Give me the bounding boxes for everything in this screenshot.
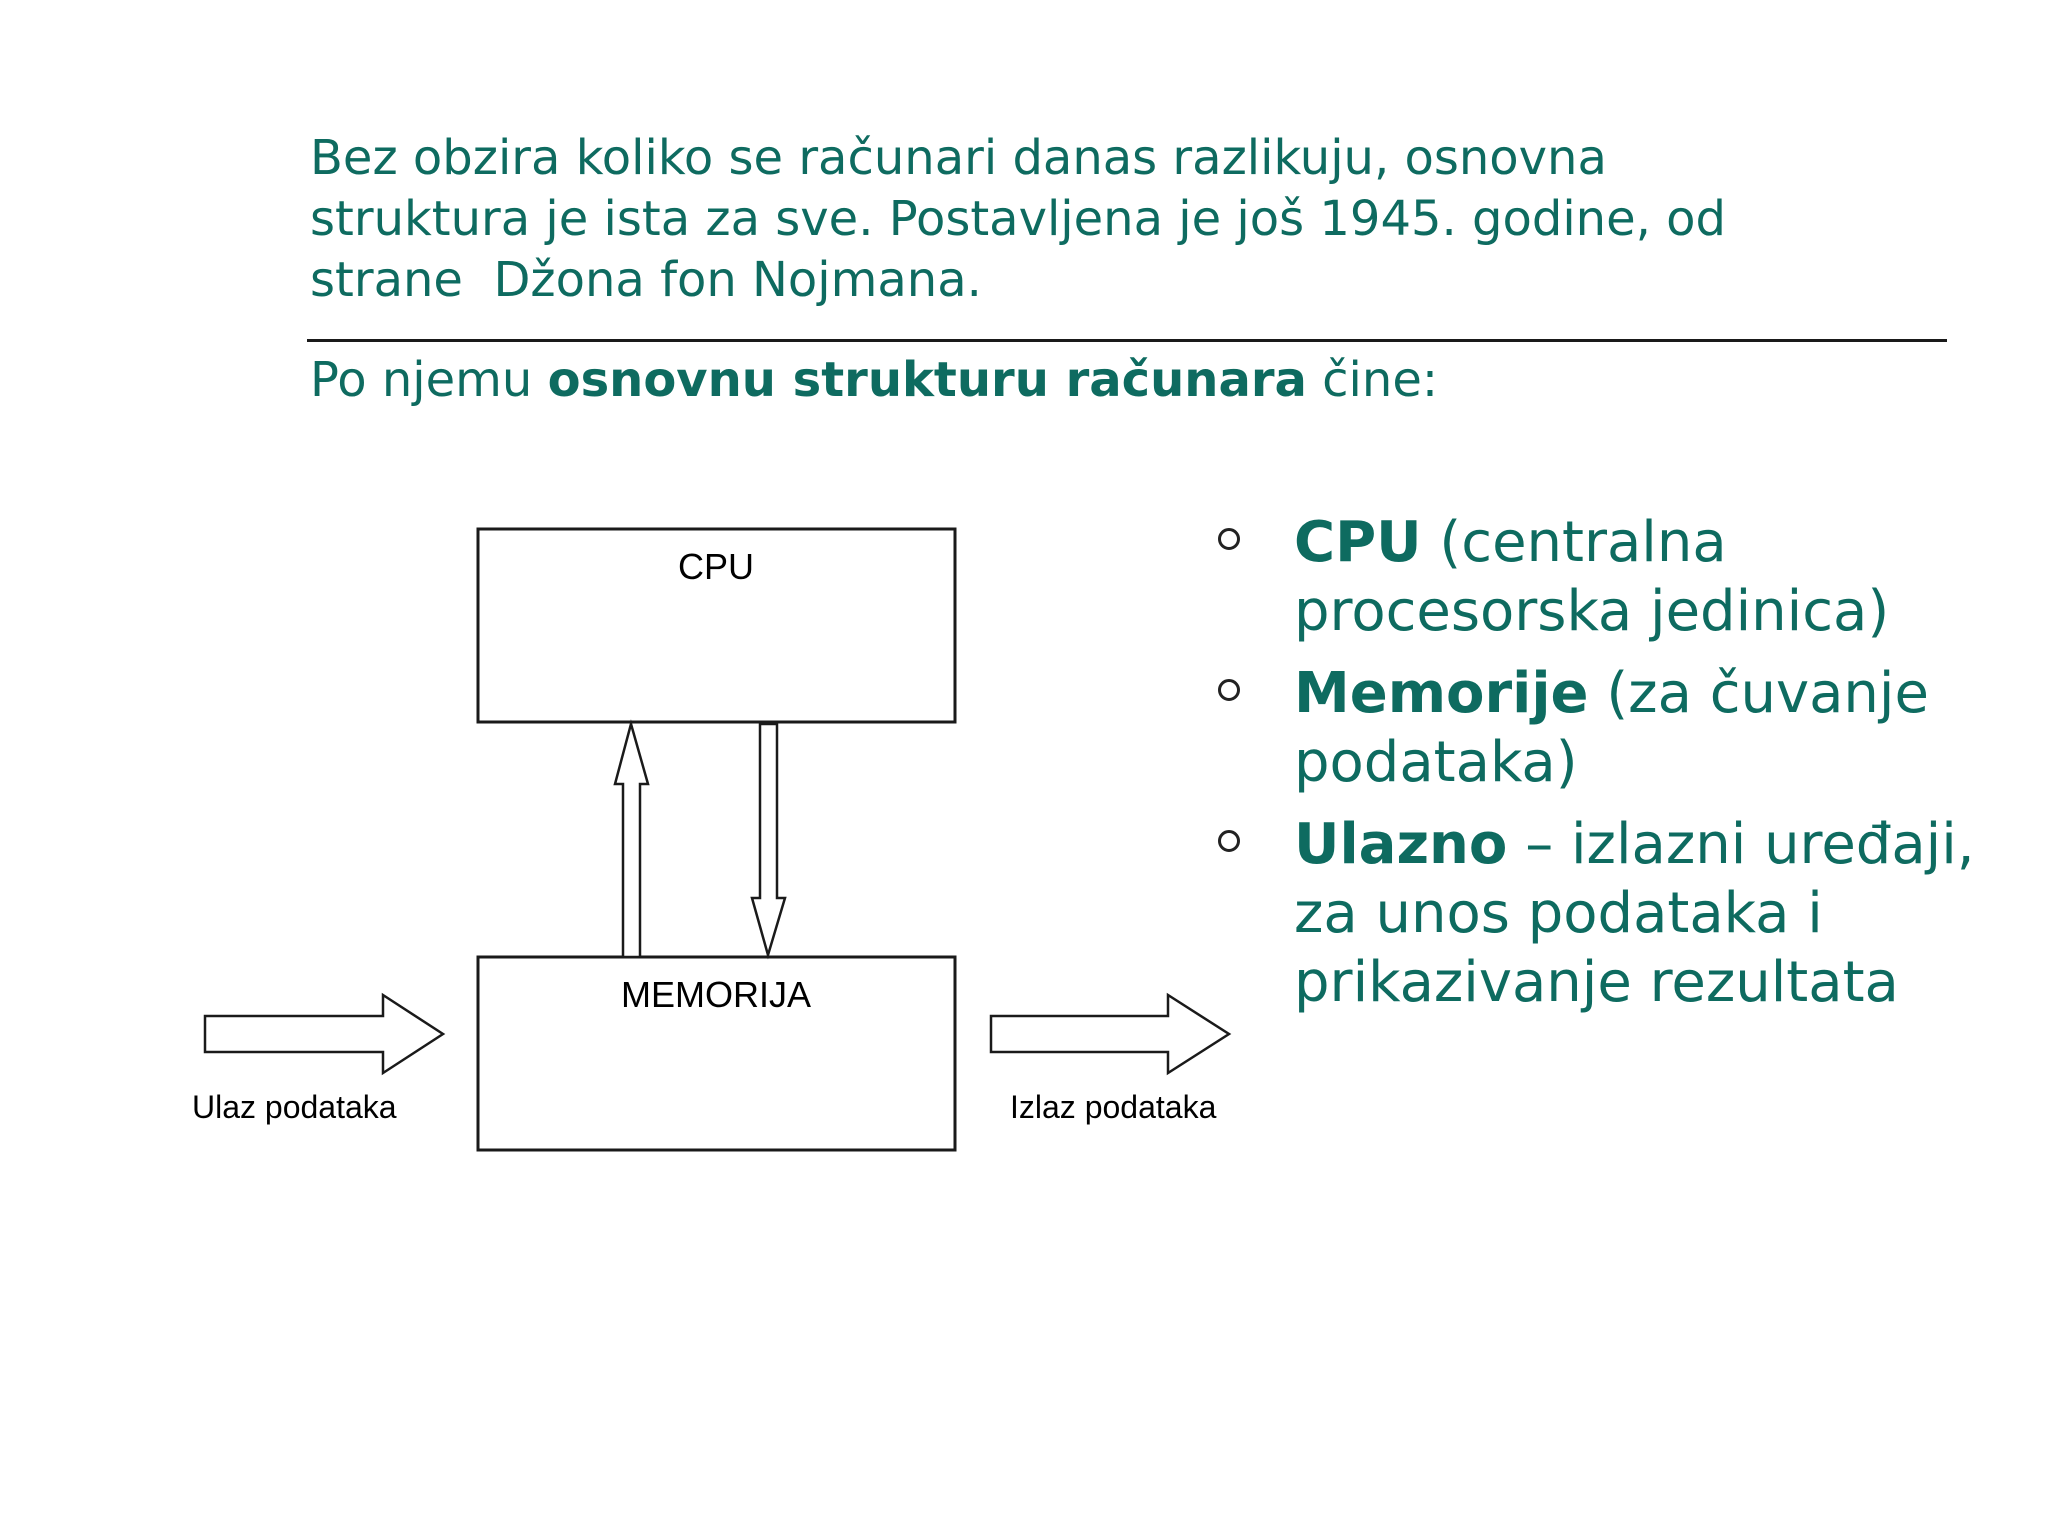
subheading-bold: osnovnu strukturu računara bbox=[547, 352, 1307, 408]
list-item-text: (centralna procesorska jedinica) bbox=[1294, 510, 1890, 644]
arrow-up-memory-to-cpu bbox=[613, 719, 650, 959]
circle-bullet-icon bbox=[1218, 528, 1240, 550]
list-item-text: – izlazni uređaji, za unos podataka i pr… bbox=[1294, 812, 1975, 1015]
list-item: Ulazno – izlazni uređaji, za unos podata… bbox=[1210, 810, 2010, 1017]
intro-line-1: Bez obzira koliko se računari danas razl… bbox=[310, 130, 1607, 186]
circle-bullet-icon bbox=[1218, 679, 1240, 701]
list-item-bold: Ulazno bbox=[1294, 812, 1508, 877]
memory-box bbox=[476, 955, 957, 1152]
list-item-bold: CPU bbox=[1294, 510, 1422, 575]
list-item: CPU (centralna procesorska jedinica) bbox=[1210, 508, 2010, 646]
subheading-prefix: Po njemu bbox=[310, 352, 548, 408]
cpu-label: CPU bbox=[678, 546, 754, 587]
horizontal-divider bbox=[307, 339, 1947, 342]
intro-paragraph: Bez obzira koliko se računari danas razl… bbox=[310, 128, 1970, 311]
arrow-output bbox=[989, 992, 1232, 1076]
subheading-suffix: čine: bbox=[1306, 352, 1439, 408]
structure-subheading: Po njemu osnovnu strukturu računara čine… bbox=[310, 350, 1438, 411]
list-item-bold: Memorije bbox=[1294, 661, 1589, 726]
memory-label: MEMORIJA bbox=[621, 974, 811, 1015]
list-item-text: (za čuvanje podataka) bbox=[1294, 661, 1929, 795]
input-label: Ulaz podataka bbox=[192, 1089, 397, 1125]
list-item: Memorije (za čuvanje podataka) bbox=[1210, 659, 2010, 797]
component-list: CPU (centralna procesorska jedinica) Mem… bbox=[1210, 508, 2010, 1030]
arrow-down-cpu-to-memory bbox=[750, 722, 787, 960]
intro-line-2: struktura je ista za sve. Postavljena je… bbox=[310, 191, 1726, 247]
cpu-box bbox=[476, 527, 957, 724]
output-label: Izlaz podataka bbox=[1010, 1089, 1217, 1125]
intro-line-3: strane Džona fon Nojmana. bbox=[310, 252, 982, 308]
circle-bullet-icon bbox=[1218, 830, 1240, 852]
arrow-input bbox=[203, 992, 446, 1076]
